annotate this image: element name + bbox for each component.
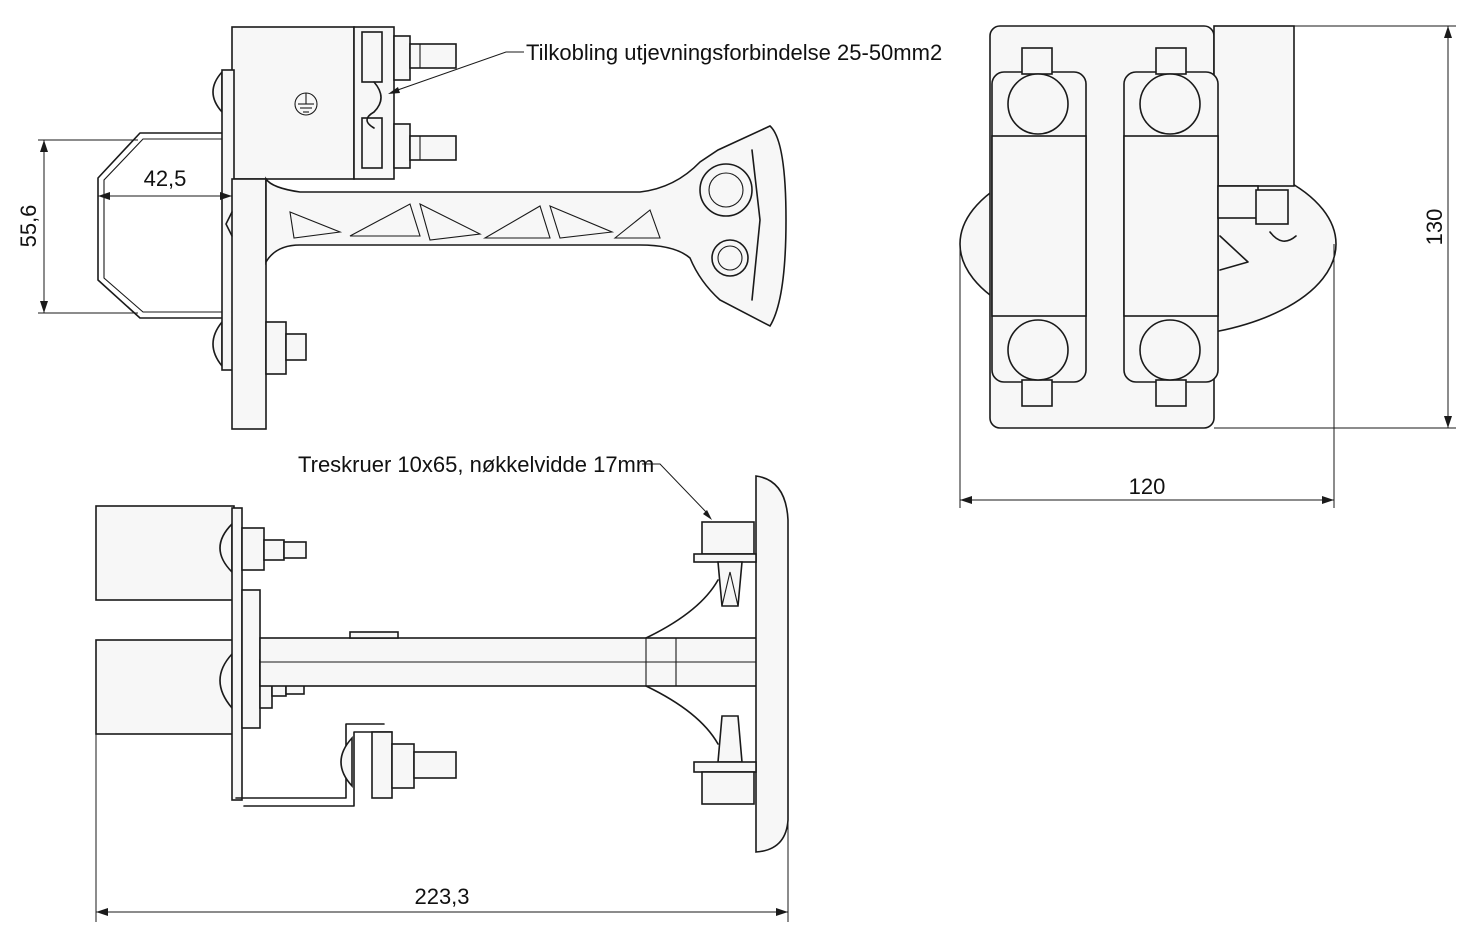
side-head-nut-top	[699, 163, 753, 217]
side-upper-bolt	[393, 35, 457, 81]
leader-lines	[388, 51, 712, 520]
dim-plate-height: 130	[1422, 209, 1447, 246]
side-clamp-block	[231, 26, 355, 180]
dimension-lines	[38, 25, 1456, 922]
equipotential-connection-label: Tilkobling utjevningsforbindelse 25-50mm…	[526, 40, 942, 65]
front-view	[959, 25, 1337, 429]
earth-symbol-icon	[294, 92, 318, 116]
side-vertical-plate	[231, 178, 267, 430]
dim-side-width: 42,5	[144, 166, 187, 191]
side-dome-bottom	[212, 319, 223, 369]
side-lower-bolt	[393, 123, 457, 169]
top-mounting-foot	[755, 475, 789, 853]
top-view	[95, 475, 789, 853]
front-clamp-right	[1123, 47, 1219, 407]
top-upper-bolt	[241, 527, 307, 571]
side-lattice-arm	[265, 125, 787, 328]
dim-total-length: 223,3	[414, 884, 469, 909]
top-pole-upper	[95, 505, 235, 601]
front-clamp-left	[991, 47, 1087, 407]
side-plate-bolt	[265, 321, 307, 375]
side-head-nut-bottom	[711, 239, 749, 277]
top-wood-screw-lower	[693, 715, 757, 805]
side-wire-bracket	[97, 132, 233, 319]
side-dome-top	[212, 69, 223, 115]
top-wood-screw-upper	[693, 521, 757, 607]
dim-plate-width: 120	[1129, 474, 1166, 499]
wood-screws-label: Treskruer 10x65, nøkkelvidde 17mm	[298, 452, 654, 477]
top-pole-lower	[95, 639, 235, 735]
dim-side-height: 55,6	[16, 205, 41, 248]
side-view	[97, 26, 787, 430]
